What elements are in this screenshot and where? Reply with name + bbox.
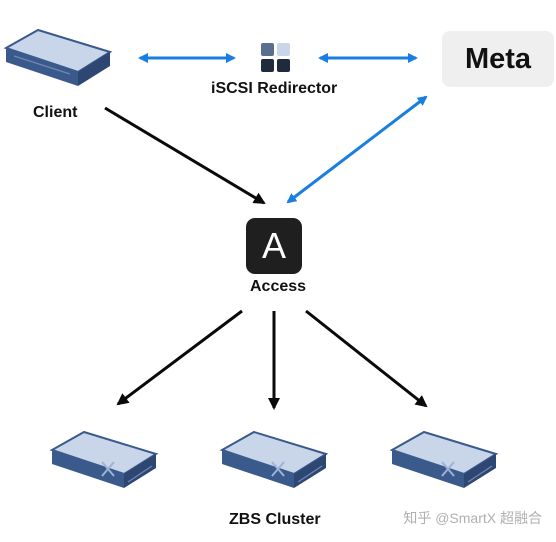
cluster-server-1-icon xyxy=(51,431,157,489)
meta-node: Meta xyxy=(442,31,554,87)
client-label: Client xyxy=(33,104,78,121)
cluster-label: ZBS Cluster xyxy=(229,511,321,528)
access-label: Access xyxy=(250,278,307,295)
arrow-access-node3 xyxy=(305,309,428,408)
client-server-icon xyxy=(5,29,111,87)
access-letter: A xyxy=(261,225,286,266)
cluster-server-3-icon xyxy=(391,431,497,489)
meta-label: Meta xyxy=(464,42,532,75)
watermark: 知乎 @SmartX 超融合 xyxy=(403,510,542,526)
arrow-client-access xyxy=(104,106,266,205)
redirector-grid-icon xyxy=(261,43,290,72)
arrow-access-node1 xyxy=(116,309,243,406)
arrow-meta-access xyxy=(286,95,428,204)
access-node-icon: A xyxy=(246,218,302,274)
cluster-server-2-icon xyxy=(221,431,327,489)
redirector-label: iSCSI Redirector xyxy=(211,80,338,97)
